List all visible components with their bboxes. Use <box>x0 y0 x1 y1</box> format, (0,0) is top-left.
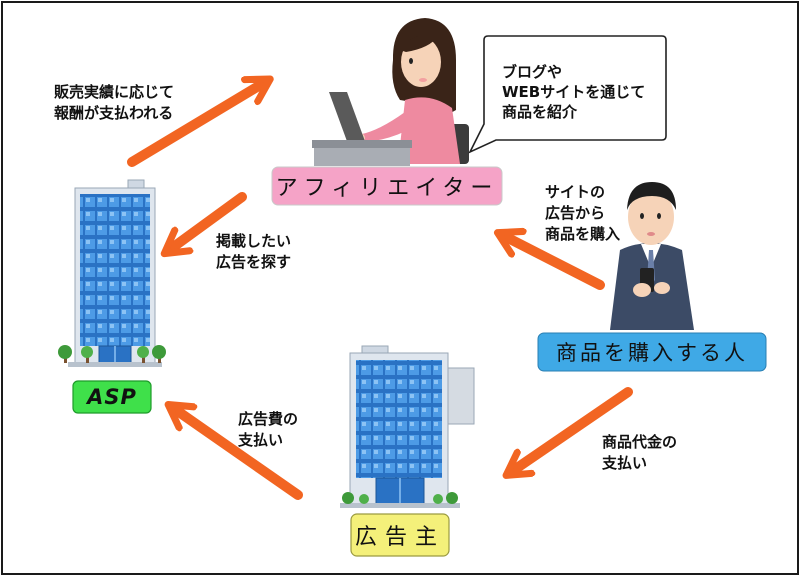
flow-label-reward: 販売実績に応じて 報酬が支払われる <box>54 83 175 122</box>
flow-label-purchase: サイトの 広告から 商品を購入 <box>545 183 621 243</box>
arrow-affiliater-to-asp <box>172 192 247 248</box>
flow-label-product-payment: 商品代金の 支払い <box>602 433 678 472</box>
arrow-buyer-to-advertiser <box>514 387 633 470</box>
arrow-asp-to-affiliater <box>127 84 262 167</box>
advertiser-building-illustration <box>340 345 475 508</box>
buyer-label: 商品を購入する人 <box>556 341 748 365</box>
buyer-illustration <box>610 182 694 330</box>
speech-bubble-text: ブログや WEBサイトを通じて 商品を紹介 <box>502 63 646 121</box>
flow-label-ad-fee: 広告費の 支払い <box>238 410 299 449</box>
asp-label-bg <box>72 380 152 414</box>
affiliater-label-bg <box>271 166 503 206</box>
affiliater-illustration <box>312 18 469 166</box>
trees-icon <box>58 345 166 363</box>
advertiser-label: 広告主 <box>354 525 445 550</box>
arrows <box>127 84 633 500</box>
speech-bubble <box>468 35 667 154</box>
asp-building-illustration <box>58 179 166 367</box>
affiliater-label: アフィリエイター <box>275 176 499 201</box>
flow-label-search-ads: 掲載したい 広告を探す <box>216 232 292 271</box>
advertiser-label-bg <box>350 513 450 557</box>
arrow-advertiser-to-asp <box>176 410 303 500</box>
arrow-buyer-to-affiliater <box>506 237 605 290</box>
asp-label: ASP <box>87 385 137 409</box>
trees-icon <box>342 492 458 504</box>
buyer-label-bg <box>537 332 767 372</box>
